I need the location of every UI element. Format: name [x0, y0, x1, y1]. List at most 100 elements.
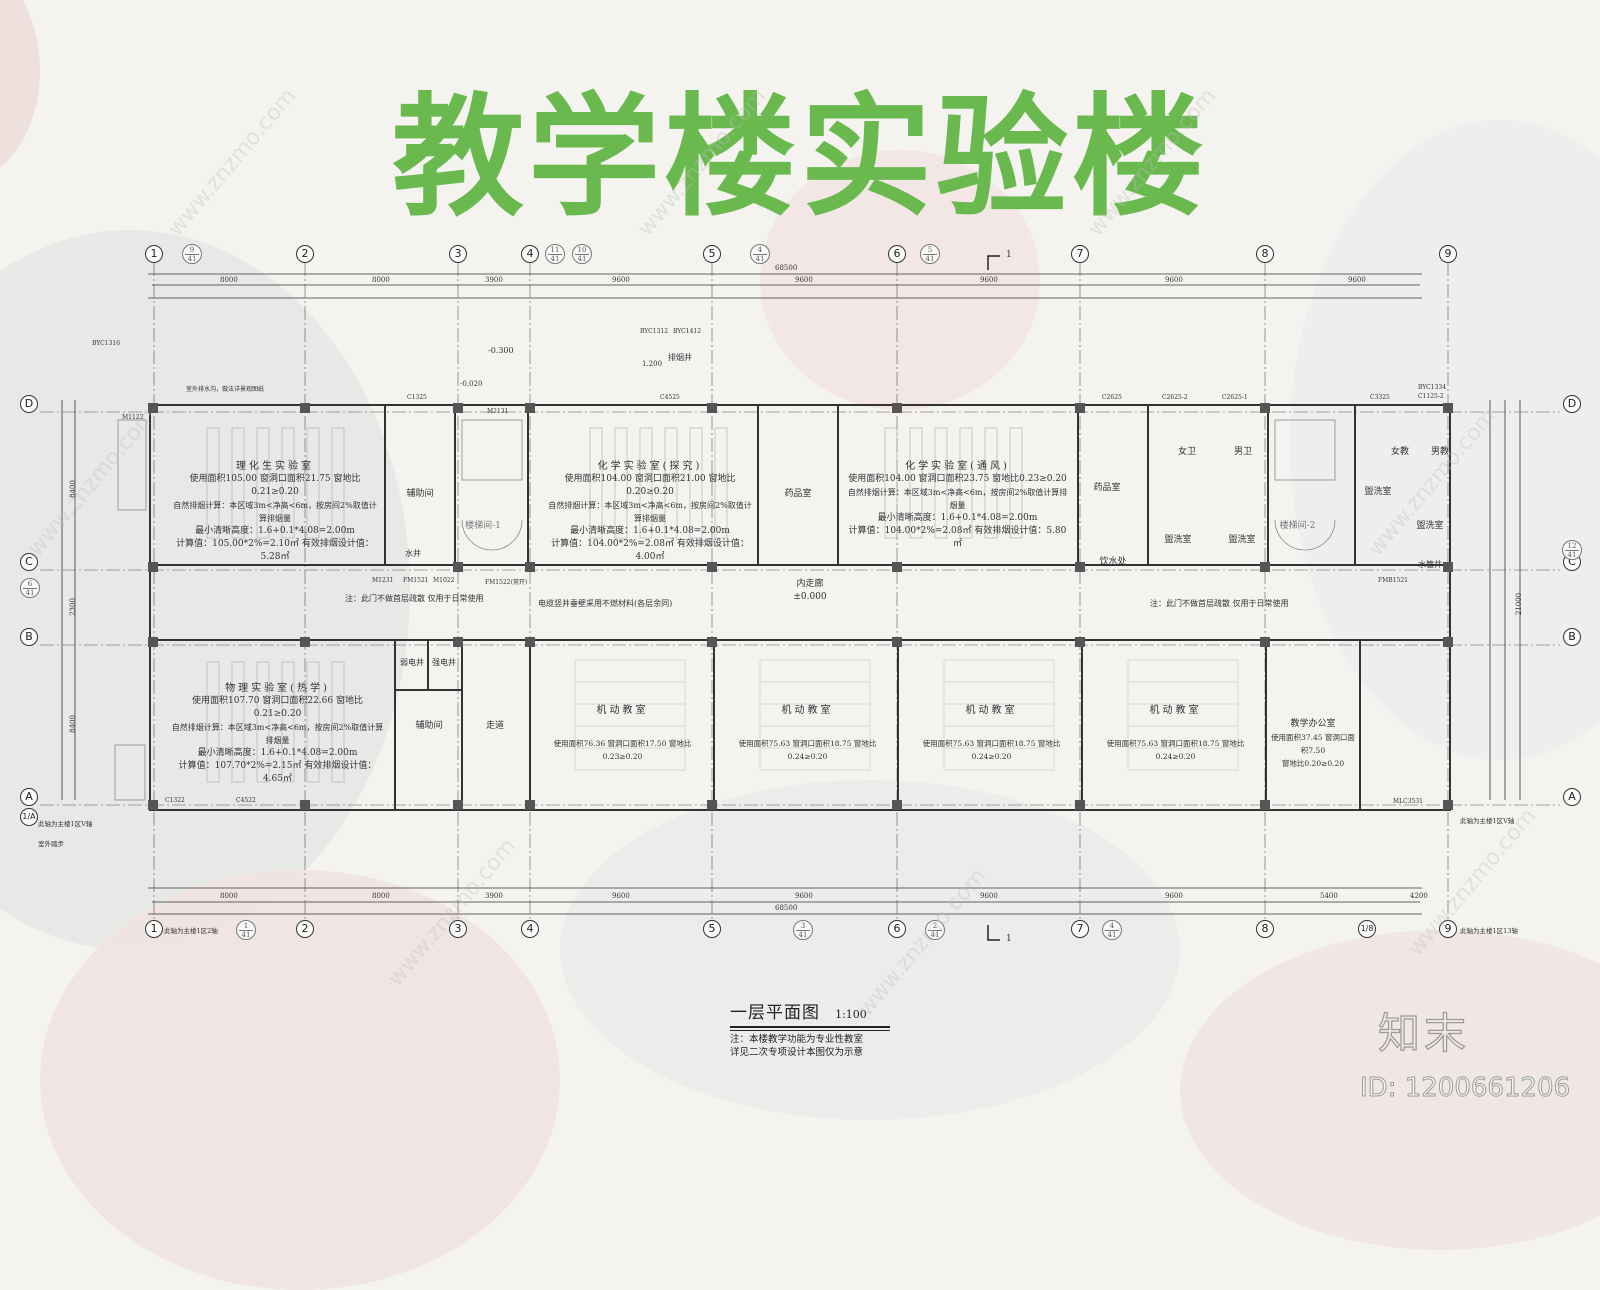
room-toilet-female: 女卫 — [1177, 447, 1196, 457]
section-mark-bottom: 1 — [1006, 934, 1012, 944]
door-note-left: 注：此门不做首层疏散 仅用于日常使用 — [345, 594, 484, 603]
dim-bottom-bay-6: 9600 — [980, 892, 998, 900]
dim-depth-total: 21000 — [1515, 592, 1524, 616]
axis-bubble-5-bottom: 5 — [703, 920, 721, 938]
window-tag-c4522: C4522 — [236, 797, 256, 804]
axis-bubble-6-bottom: 6 — [888, 920, 906, 938]
dim-bottom-bay-7: 9600 — [1165, 892, 1183, 900]
room-corridor-2: 走道 — [485, 721, 504, 731]
drawing-caption: 一层平面图 1:100 注：本楼教学功能为专业性教室 详见二次专项设计本图仅为示… — [730, 998, 890, 1059]
window-tag-c1322: C1322 — [165, 797, 185, 804]
axis-bubble-9-top: 9 — [1439, 245, 1457, 263]
dim-top-bay-4: 9600 — [612, 276, 630, 284]
section-mark-top: 1 — [1006, 250, 1012, 260]
door-note-right: 注：此门不做首层疏散 仅用于日常使用 — [1150, 599, 1289, 608]
door-tag-fm1521: FM1521 — [403, 577, 429, 584]
axis-note-bottom-right: 此轴为主楼1区13轴 — [1460, 927, 1518, 935]
dim-bottom-bay-1: 8000 — [220, 892, 238, 900]
axis-bubble-6-top: 6 — [888, 245, 906, 263]
axis-note-left: 此轴为主楼1区V轴 — [38, 820, 93, 828]
room-weak-current-shaft: 弱电井 — [400, 658, 424, 667]
room-classroom-4: 机动教室 使用面积75.63 窗洞口面积18.75 窗地比0.24≥0.20 — [1106, 705, 1245, 761]
room-stair-1: 楼梯间-1 — [465, 521, 501, 531]
dim-top-bay-5: 9600 — [795, 276, 813, 284]
window-tag-c2625-2: C2625-2 — [1162, 394, 1188, 401]
room-classroom-2: 机动教室 使用面积75.63 窗洞口面积18.75 窗地比0.24≥0.20 — [738, 705, 877, 761]
drawing-scale: 1:100 — [835, 1008, 867, 1021]
axis-bubble-4-bottom: 4 — [521, 920, 539, 938]
dim-bottom-bay-2: 8000 — [372, 892, 390, 900]
overall-length-bottom: 68500 — [775, 904, 798, 912]
floor-plan-drawing — [40, 255, 1560, 941]
room-pharmacy-1: 药品室 — [784, 489, 812, 499]
room-classroom-3: 机动教室 使用面积75.63 窗洞口面积18.75 窗地比0.24≥0.20 — [922, 705, 1061, 761]
dim-top-bay-1: 8000 — [220, 276, 238, 284]
axis-bubble-3-top: 3 — [449, 245, 467, 263]
room-strong-current-shaft: 强电井 — [432, 658, 456, 667]
dim-bottom-bay-9: 4200 — [1410, 892, 1428, 900]
elev-porch: -0.020 — [460, 380, 483, 388]
door-tag-mlc3531: MLC3531 — [1393, 798, 1423, 805]
dim-depth-cb: 2300 — [68, 598, 77, 616]
window-tag-c2625: C2625 — [1102, 394, 1122, 401]
window-tag-byc1334: BYC1334 — [1418, 384, 1447, 391]
dim-top-bay-6: 9600 — [980, 276, 998, 284]
brand-logo: 知末 — [1377, 1008, 1471, 1058]
door-tag-fmb1521: FMB1521 — [1378, 577, 1408, 584]
background-blob-pink-center — [760, 150, 1040, 410]
room-stair-2: 楼梯间-2 — [1279, 521, 1316, 531]
axis-bubble-1-8-bottom: 1/8 — [1358, 920, 1376, 938]
shaft-note: 电缆竖井垂壁采用不燃材料(各层余同) — [538, 599, 673, 608]
drawing-note-2: 详见二次专项设计本图仅为示意 — [730, 1047, 864, 1058]
dim-top-bay-2: 8000 — [372, 276, 390, 284]
room-wash-4: 盥洗室 — [1416, 521, 1444, 531]
door-tag-m1022: M1022 — [433, 577, 455, 584]
axis-bubble-7-top: 7 — [1071, 245, 1089, 263]
drawing-name: 一层平面图 — [730, 1003, 820, 1023]
axis-bubble-C-left: C — [20, 553, 38, 571]
caption-underline — [730, 1026, 890, 1031]
door-tag-fm1522: FM1522(常开) — [485, 579, 528, 586]
outdoor-drain-note: 室外排水沟，做法详景观图纸 — [186, 386, 265, 393]
dim-top-bay-7: 9600 — [1165, 276, 1183, 284]
elev-shaft: 1.200 — [642, 360, 663, 368]
axis-bubble-3-bottom: 3 — [449, 920, 467, 938]
axis-bubble-A-left: A — [20, 788, 38, 806]
axis-bubble-B-right: B — [1563, 628, 1581, 646]
dim-bottom-bay-3: 3900 — [485, 892, 503, 900]
axis-bubble-2-top: 2 — [296, 245, 314, 263]
door-tag-m1122: M1122 — [122, 414, 144, 421]
room-aux-2: 辅助间 — [415, 721, 443, 731]
axis-bubble-8-top: 8 — [1256, 245, 1274, 263]
elev-entry: -0.300 — [488, 346, 514, 355]
outdoor-step-note: 室外踏步 — [38, 840, 64, 848]
dim-bottom-bay-5: 9600 — [795, 892, 813, 900]
axis-bubble-D-right: D — [1563, 395, 1581, 413]
background-blob-gray-center — [560, 780, 1180, 1120]
dim-bottom-bay-8: 5400 — [1320, 892, 1338, 900]
axis-bubble-5-top: 5 — [703, 245, 721, 263]
axis-bubble-8-bottom: 8 — [1256, 920, 1274, 938]
room-lab-physics-chem-bio: 理化生实验室 使用面积105.00 窗洞口面积21.75 窗地比0.21≥0.2… — [173, 461, 377, 562]
overall-length-top: 68500 — [775, 264, 798, 272]
axis-bubble-1-top: 1 — [145, 245, 163, 263]
room-wash-2: 盥洗室 — [1228, 535, 1256, 545]
room-lab-physics-heat: 物理实验室(热学) 使用面积107.70 窗洞口面积22.66 窗地比0.21≥… — [171, 683, 384, 784]
window-tag-byc1312: BYC1312 — [640, 328, 669, 335]
window-tag-byc1412: BYC1412 — [673, 328, 702, 335]
axis-bubble-1-bottom: 1 — [145, 920, 163, 938]
window-tag-c4525: C4525 — [660, 394, 680, 401]
door-tag-m1231: M1231 — [372, 577, 394, 584]
room-teaching-office: 教学办公室 使用面积37.45 窗洞口面积7.50 窗地比0.20≥0.20 — [1271, 719, 1355, 768]
room-inner-corridor: 内走廊 ±0.000 — [793, 579, 827, 602]
axis-bubble-2-bottom: 2 — [296, 920, 314, 938]
room-lab-chem-vent: 化学实验室(通风) 使用面积104.00 窗洞口面积23.75 窗地比0.23≥… — [847, 461, 1068, 549]
room-water-well-1: 水井 — [405, 549, 421, 558]
window-tag-c3325: C3325 — [1370, 394, 1390, 401]
window-tag-c1325: C1325 — [407, 394, 427, 401]
